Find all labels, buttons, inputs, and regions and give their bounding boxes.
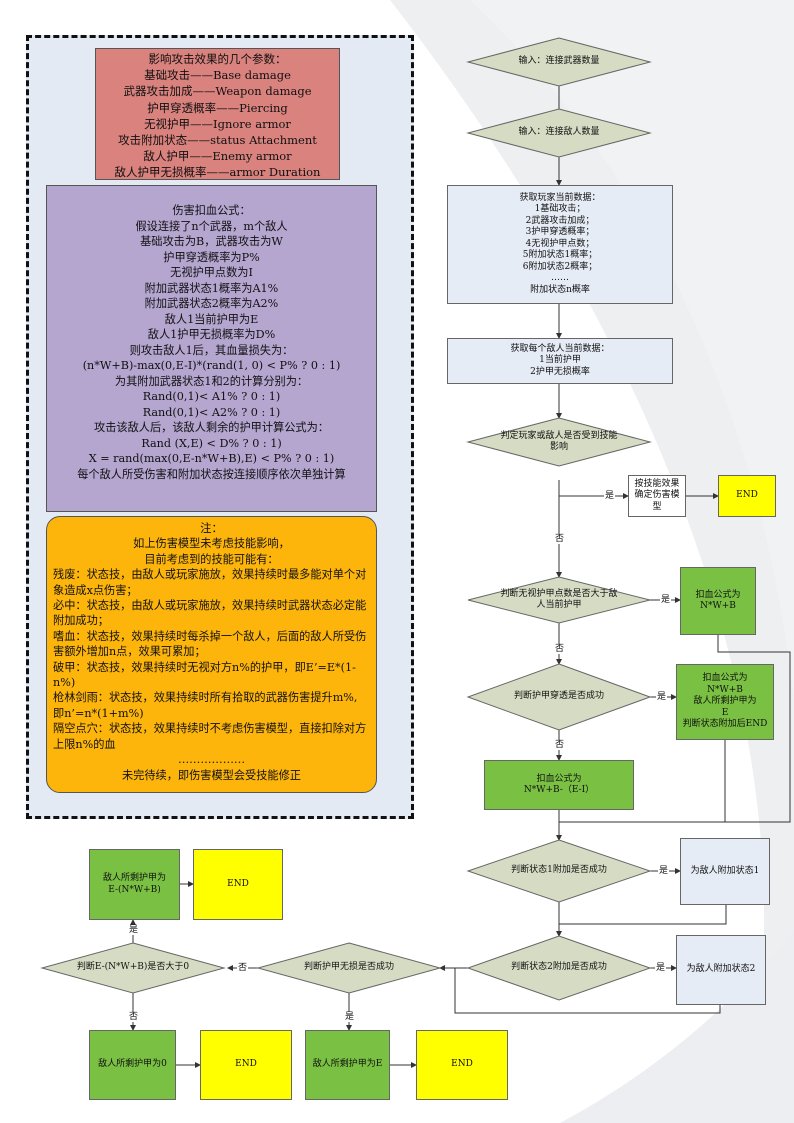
decision-pierce: 判断护甲穿透是否成功 [513, 691, 604, 702]
skill-item: 残废：状态技，由敌人或玩家施放，效果持续时最多能对单个对象造成x点伤害； [53, 568, 367, 597]
player-data-line: 5附加状态1概率； [522, 250, 598, 261]
yes-label: 是 [604, 491, 616, 501]
add-state2-box: 为敌人附加状态2 [676, 935, 766, 1005]
formula-line: 假设连接了n个武器，m个敌人 [135, 219, 288, 233]
formula-line: Rand(0,1)< A2% ? 0 : 1) [142, 405, 281, 419]
decision-compare: 判断E-(N*W+B)是否大于0 [76, 962, 190, 973]
damage-pierce-line: N*W+B [707, 684, 743, 695]
formula-line: Rand (X,E) < D% ? 0 : 1) [141, 436, 282, 450]
no-label: 否 [237, 963, 249, 973]
damage-normal-box: 扣血公式为 N*W+B-（E-I） [484, 760, 634, 810]
param-line: 敌人护甲——Enemy armor [143, 149, 292, 164]
skill-item: 隔空点穴：状态技，效果持续时不考虑伤害模型，直接扣除对方上限n%的血 [53, 722, 367, 751]
end-box: END [416, 1030, 508, 1100]
note-title: 注： [200, 522, 223, 535]
note-box: 注： 如上伤害模型未考虑技能影响， 目前考虑到的技能可能有： 残废：状态技，由敌… [46, 516, 377, 793]
enemy-data-line: 2护甲无损概率 [530, 366, 590, 377]
damage-nwb-box: 扣血公式为N*W+B [680, 567, 756, 635]
formula-line: 附加武器状态1概率为A1% [144, 281, 279, 295]
param-line: 护甲穿透概率——Piercing [147, 100, 288, 115]
formula-line: 基础攻击为B，武器攻击为W [140, 235, 283, 248]
note-dots: ……………… [177, 753, 246, 767]
end-box: END [193, 849, 283, 920]
param-line: 攻击附加状态——status Attachment [118, 133, 317, 148]
yes-label: 是 [660, 595, 672, 605]
skill-item: 破甲：状态技，效果持续时无视对方n%的护甲，即E’=E*(1-n%) [53, 660, 356, 690]
no-label: 否 [128, 1012, 140, 1022]
formula-line: 攻击该敌人后，该敌人剩余的护甲计算公式为： [94, 421, 329, 434]
player-data-line: 2武器攻击加成； [525, 215, 595, 226]
param-line: 基础攻击——Base damage [144, 68, 291, 83]
parameters-box: 影响攻击效果的几个参数： 基础攻击——Base damage 武器攻击加成——W… [95, 48, 340, 180]
damage-normal-line: N*W+B-（E-I） [523, 785, 595, 795]
formula-line: Rand(0,1)< A1% ? 0 : 1) [142, 390, 281, 403]
decision-enemy-count: 输入：连接敌人数量 [518, 127, 600, 138]
player-data-line: 4无视护甲点数； [525, 238, 595, 249]
yes-label: 是 [656, 692, 668, 702]
decision-state1: 判断状态1附加是否成功 [511, 865, 607, 876]
damage-pierce-line: 扣血公式为 [702, 673, 748, 684]
player-data-line: …… [551, 273, 569, 284]
armor-left-line: E-(N*W+B) [108, 884, 161, 895]
player-data-line: 附加状态n概率 [530, 284, 590, 295]
param-line: 武器攻击加成——Weapon damage [123, 84, 312, 99]
no-label: 否 [554, 644, 566, 654]
no-label: 否 [554, 740, 566, 750]
formula-line: 敌人1护甲无损概率为D% [147, 328, 276, 341]
yes-label: 是 [128, 925, 140, 935]
yes-label: 是 [658, 866, 670, 876]
damage-normal-line: 扣血公式为 [536, 773, 582, 784]
yes-label: 是 [344, 1012, 356, 1022]
formula-line: 伤害扣血公式： [172, 204, 251, 217]
enemy-data-line: 获取每个敌人当前数据： [510, 343, 610, 354]
formula-line: 敌人1当前护甲为E [164, 312, 259, 326]
armor-left-box: 敌人所剩护甲为 E-(N*W+B) [89, 849, 180, 920]
formula-line: 护甲穿透概率为P% [163, 250, 260, 264]
yes-label: 是 [655, 963, 667, 973]
formula-line: (n*W+B)-max(0,E-I)*(rand(1, 0) < P% ? 0 … [82, 359, 341, 372]
player-data-box: 获取玩家当前数据： 1基础攻击； 2武器攻击加成； 3护甲穿透概率； 4无视护甲… [447, 185, 673, 304]
add-state1-box: 为敌人附加状态1 [680, 838, 770, 905]
damage-pierce-line: 敌人所剩护甲为 [693, 696, 757, 707]
note-intro: 目前考虑到的技能可能有： [144, 552, 279, 566]
enemy-data-line: 1当前护甲 [539, 355, 581, 366]
formula-box: 伤害扣血公式： 假设连接了n个武器，m个敌人 基础攻击为B，武器攻击为W 护甲穿… [46, 185, 377, 512]
armor-e-box: 敌人所剩护甲为E [305, 1030, 390, 1100]
note-footer: 未完待续，即伤害模型会受技能修正 [121, 768, 301, 782]
damage-pierce-line: E [721, 707, 729, 718]
param-line: 敌人护甲无损概率——armor Duration [114, 165, 321, 180]
no-label: 否 [554, 534, 566, 544]
formula-line: 无视护甲点数为I [170, 266, 253, 279]
damage-pierce-line: 判断状态附加后END [682, 719, 768, 730]
player-data-line: 6附加状态2概率； [522, 261, 598, 272]
formula-line: 附加武器状态2概率为A2% [144, 297, 279, 310]
skill-model-box: 按技能效果确定伤害模型 [628, 475, 686, 517]
formula-line: X = rand(max(0,E-n*W+B),E) < P% ? 0 : 1) [88, 452, 335, 465]
armor-left-line: 敌人所剩护甲为 [102, 873, 166, 883]
param-line: 无视护甲——Ignore armor [144, 116, 291, 131]
end-box: END [718, 475, 776, 517]
player-data-line: 获取玩家当前数据： [519, 192, 601, 203]
decision-state2: 判断状态2附加是否成功 [511, 962, 607, 973]
enemy-data-box: 获取每个敌人当前数据： 1当前护甲 2护甲无损概率 [447, 338, 673, 384]
skill-item: 嗜血：状态技，效果持续时每杀掉一个敌人，后面的敌人所受伤害额外增加n点，效果可累… [53, 629, 367, 659]
decision-weapon-count: 输入：连接武器数量 [518, 56, 600, 67]
formula-line: 为其附加武器状态1和2的计算分别为： [114, 374, 309, 388]
decision-armor-loss: 判断护甲无损是否成功 [303, 962, 394, 973]
decision-ignore-armor: 判断无视护甲点数是否大于敌人当前护甲 [500, 588, 618, 611]
formula-line: 则攻击敌人1后，其血量损失为： [129, 343, 294, 357]
decision-skill-affect: 判定玩家或敌人是否受到技能影响 [500, 430, 618, 453]
formula-line: 每个敌人所受伤害和附加状态按连接顺序依次单独计算 [77, 467, 346, 481]
player-data-line: 1基础攻击； [534, 204, 586, 215]
note-intro: 如上伤害模型未考虑技能影响， [133, 537, 290, 551]
param-line: 影响攻击效果的几个参数： [148, 52, 287, 66]
end-box: END [200, 1030, 292, 1100]
damage-pierce-box: 扣血公式为 N*W+B 敌人所剩护甲为 E 判断状态附加后END [676, 664, 774, 740]
armor-zero-box: 敌人所剩护甲为0 [89, 1030, 176, 1100]
skill-item: 枪林剑雨：状态技，效果持续时所有拾取的武器伤害提升m%,即n’=n*(1+m%) [53, 691, 358, 720]
skill-item: 必中：状态技，由敌人或玩家施放，效果持续时武器状态必定能附加成功； [53, 599, 367, 628]
player-data-line: 3护甲穿透概率； [525, 227, 595, 238]
